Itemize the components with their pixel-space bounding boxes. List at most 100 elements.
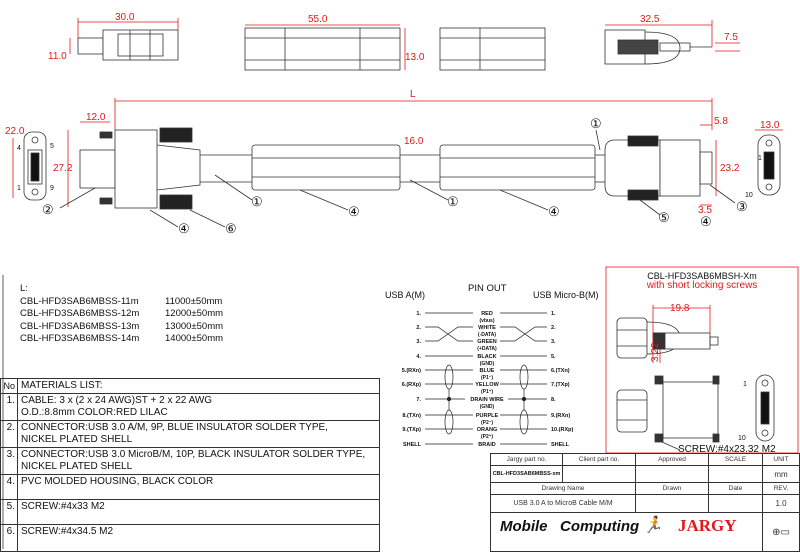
wire-signal: (-DATA) (478, 332, 496, 338)
item-line: CONNECTOR:USB 3.0 A/M, 9P, BLUE INSULATO… (21, 422, 328, 433)
pinout-title: PIN OUT (468, 283, 507, 294)
dim-55: 55.0 (308, 14, 328, 25)
pinout-wires (425, 312, 547, 445)
item-line: NICKEL PLATED SHELL (21, 461, 133, 472)
pin-right-label: 6.(TXn) (551, 368, 570, 374)
item-no: 3. (0, 447, 18, 475)
pin-left-label: 1. (416, 311, 421, 317)
length-value: 11000±50mm (165, 295, 223, 307)
wire-color: ORANG (477, 427, 497, 433)
pin-right-label: 5. (551, 354, 556, 360)
variant-dim-19-8: 19.8 (670, 303, 690, 314)
part-number: CBL-HFD3SAB6MBSS-11m (20, 295, 139, 307)
dim-23-2: 23.2 (720, 163, 740, 174)
item-no: 4. (0, 474, 18, 500)
logo-jargy: JARGY (678, 516, 737, 535)
length-value: 13000±50mm (165, 320, 224, 332)
item-desc: PVC MOLDED HOUSING, BLACK COLOR (17, 474, 380, 500)
pin-left-label: 3. (416, 339, 421, 345)
item-desc: SCREW:#4x34.5 M2 (17, 524, 380, 552)
dim-lines-left-end (12, 121, 110, 207)
length-list-title: L: (20, 283, 28, 294)
no-header: No (0, 378, 18, 394)
item-line: CABLE: 3 x (2 x 24 AWG)ST + 2 x 22 AWG (21, 395, 213, 406)
pinout-right-title: USB Micro-B(M) (533, 290, 599, 300)
wire-color: BRAID (478, 442, 495, 448)
drawing-name-value: USB 3.0 A to MicroB Cable M/M (490, 494, 636, 513)
dim-lines-right (700, 124, 783, 206)
material-row: 6.SCREW:#4x34.5 M2 (0, 524, 380, 552)
rev-value: 1.0 (762, 494, 800, 513)
date-value (708, 494, 763, 513)
screw-leader (661, 441, 681, 451)
wire-signal: (P1⁺) (481, 389, 493, 395)
logo-computing: Computing (560, 518, 640, 535)
pin-right-label: 8. (551, 397, 556, 403)
main-cable-assembly (79, 127, 713, 210)
part-number: CBL-HFD3SAB6MBSS-14m (20, 333, 140, 344)
wire-color: PURPLE (476, 413, 499, 419)
top-micro-b-view (604, 29, 712, 65)
dim-30: 30.0 (115, 12, 135, 23)
dim-L: L (410, 89, 416, 100)
projection-icon: ⊕▭ (772, 526, 790, 538)
callout-labels: ① ① ① ② ③ ④ ④ ④ ④ ⑤ ⑥ (42, 116, 748, 236)
variant-screw-label: SCREW:#4x23.32 M2 (678, 444, 776, 455)
dim-lines-housing (245, 24, 406, 70)
logo-cell (490, 512, 763, 552)
callout-6: ⑥ (225, 221, 237, 236)
wire-color: WHITE (478, 325, 496, 331)
wire-color: BLUE (480, 368, 495, 374)
variant-dim-3-22: 3.22 (650, 342, 661, 362)
wire-color: RED (481, 311, 493, 317)
dim-5-8: 5.8 (714, 116, 728, 127)
wire-signal: (GND) (480, 404, 495, 410)
date-label: Date (708, 482, 763, 495)
dim-lines-top-right (605, 20, 740, 52)
drawing-name-label: Drawing Name (490, 482, 636, 495)
variant-title: CBL-HFD3SAB6MBSH-Xm (647, 271, 757, 281)
item-line: O.D.:8.8mm COLOR:RED LILAC (21, 407, 168, 418)
scale-value (708, 465, 763, 483)
callout-1: ① (590, 116, 602, 131)
material-row: 1.CABLE: 3 x (2 x 24 AWG)ST + 2 x 22 AWG… (0, 393, 380, 421)
dim-22: 22.0 (5, 126, 25, 137)
wire-signal: (GND) (480, 361, 495, 367)
callout-4: ④ (700, 214, 712, 229)
dim-16: 16.0 (404, 136, 424, 147)
item-no: 1. (0, 393, 18, 421)
callout-4: ④ (548, 204, 560, 219)
unit-label: UNIT (762, 453, 800, 466)
callout-3: ③ (736, 199, 748, 214)
pin-label: 1 (17, 185, 21, 192)
client-part-value (562, 465, 636, 483)
pin-right-label: 7.(TXp) (551, 382, 570, 388)
rev-label: REV. (762, 482, 800, 495)
wire-signal: (+DATA) (477, 346, 497, 352)
dim-32-5: 32.5 (640, 14, 660, 25)
dim-line-L (114, 98, 713, 130)
pin-label: 10 (738, 435, 746, 442)
dim-27-2: 27.2 (53, 163, 73, 174)
item-desc: CONNECTOR:USB 3.0 A/M, 9P, BLUE INSULATO… (17, 420, 380, 448)
pin-left-label: 9.(TXp) (402, 427, 421, 433)
length-row: CBL-HFD3SAB6MBSS-11m 11000±50mm (20, 296, 223, 309)
pin-label: 5 (50, 143, 54, 150)
pin-left-label: 2. (416, 325, 421, 331)
item-desc: CONNECTOR:USB 3.0 MicroB/M, 10P, BLACK I… (17, 447, 380, 475)
callout-4: ④ (178, 221, 190, 236)
material-row: 5.SCREW:#4x33 M2 (0, 499, 380, 525)
pin-left-label: 7. (416, 397, 421, 403)
unit-value: mm (762, 465, 800, 483)
wire-color: BLACK (477, 354, 496, 360)
client-part-label: Client part no. (562, 453, 636, 466)
top-housing-segments (244, 27, 546, 71)
material-row: 4.PVC MOLDED HOUSING, BLACK COLOR (0, 474, 380, 500)
dim-3-5: 3.5 (698, 205, 712, 216)
top-usb-a-view (77, 29, 179, 61)
material-row: 2.CONNECTOR:USB 3.0 A/M, 9P, BLUE INSULA… (0, 420, 380, 448)
